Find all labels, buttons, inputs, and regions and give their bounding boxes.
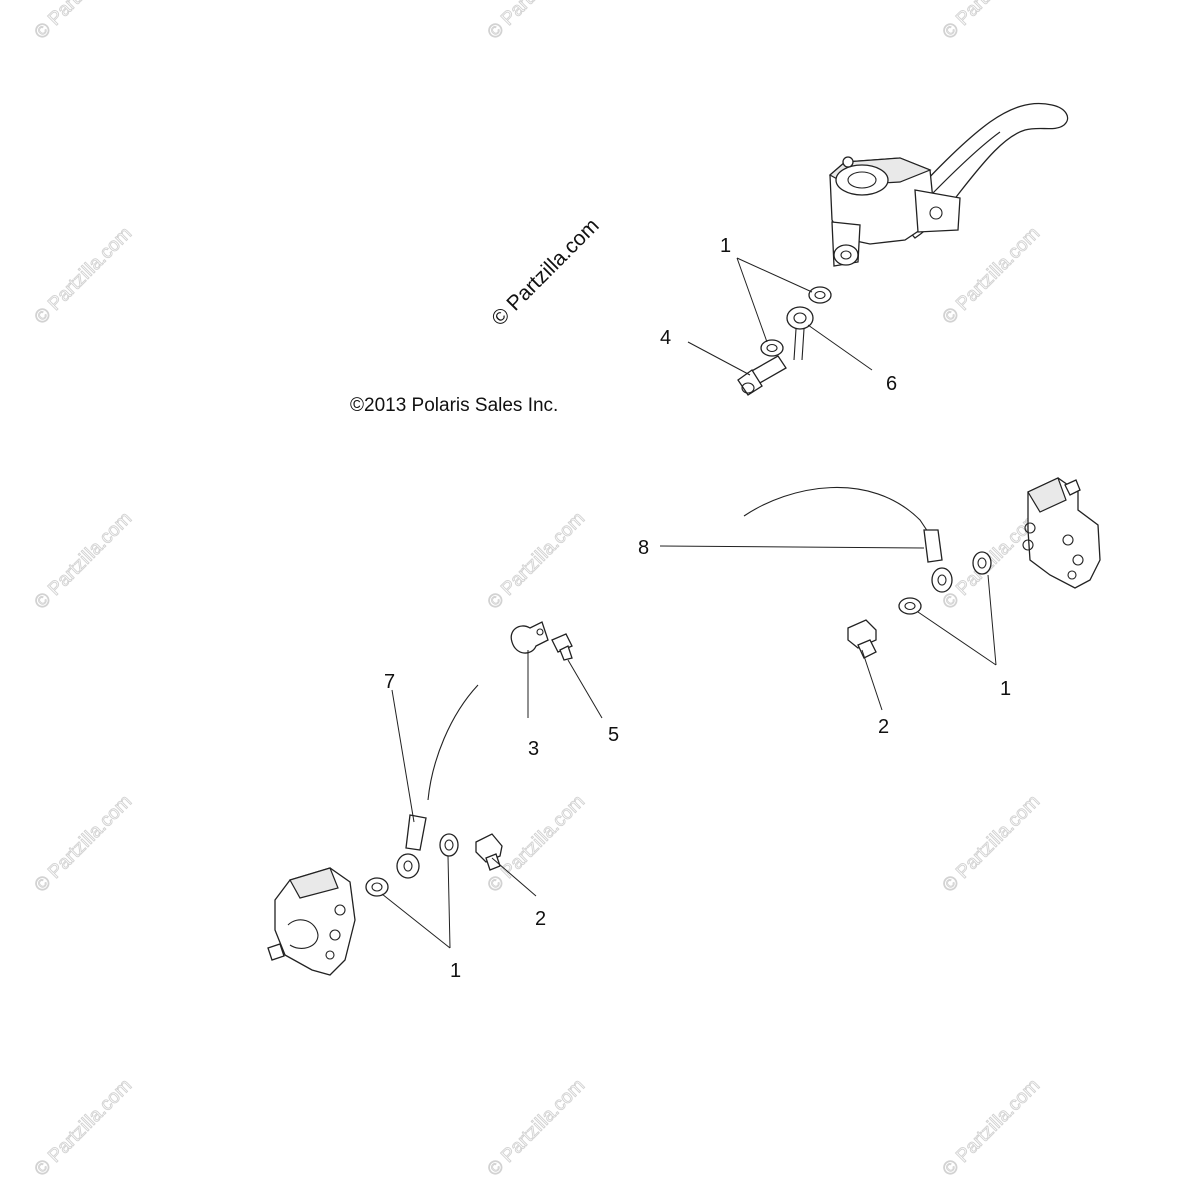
leader-line [567, 659, 603, 719]
leader-line [687, 341, 751, 376]
bolt-icon [475, 833, 503, 871]
callout-7: 7 [384, 671, 395, 693]
callout-8: 8 [638, 537, 649, 559]
watermark: © Partzilla.com [31, 791, 136, 896]
leader-line [861, 649, 883, 711]
leader-line [491, 857, 537, 897]
watermark: © Partzilla.com [939, 791, 1044, 896]
banjo-fitting-icon [931, 567, 953, 593]
watermark: © Partzilla.com [31, 508, 136, 613]
watermark: © Partzilla.com [484, 1075, 589, 1180]
leader-line [381, 855, 451, 949]
callout-2: 2 [878, 716, 889, 738]
callout-5: 5 [608, 724, 619, 746]
bolt-icon [847, 619, 877, 659]
brake-line-icon [743, 486, 931, 536]
watermark: © Partzilla.com [484, 508, 589, 613]
banjo-fitting-icon [786, 306, 814, 361]
callout-1: 1 [450, 960, 461, 982]
screw-icon [551, 633, 573, 661]
washer-icon [972, 551, 992, 575]
watermark: © Partzilla.com [31, 223, 136, 328]
watermark: © Partzilla.com [939, 0, 1044, 44]
callout-4: 4 [660, 327, 671, 349]
leader-line [736, 257, 813, 343]
brake-caliper-icon [1022, 477, 1101, 589]
master-cylinder-lever-icon [828, 102, 1069, 267]
leader-line [917, 574, 997, 666]
washer-icon [760, 339, 784, 357]
leader-line [659, 545, 925, 549]
leader-line [391, 689, 415, 823]
callout-3: 3 [528, 738, 539, 760]
washer-icon [898, 597, 922, 615]
callout-1: 1 [720, 235, 731, 257]
brake-line-icon [427, 684, 479, 801]
washer-icon [808, 286, 832, 304]
brake-line-fitting-icon [405, 814, 427, 851]
banjo-bolt-icon [737, 355, 787, 396]
watermark: © Partzilla.com [31, 1075, 136, 1180]
brake-line-fitting-icon [923, 529, 943, 563]
callout-6: 6 [886, 373, 897, 395]
copyright-text: ©2013 Polaris Sales Inc. [350, 395, 558, 416]
leader-line [807, 324, 873, 371]
watermark: © Partzilla.com [939, 1075, 1044, 1180]
watermark: © Partzilla.com [484, 0, 589, 44]
callout-2: 2 [535, 908, 546, 930]
watermark: © Partzilla.com [31, 0, 136, 44]
washer-icon [439, 833, 459, 857]
callout-1: 1 [1000, 678, 1011, 700]
banjo-fitting-icon [396, 853, 420, 879]
washer-icon [365, 877, 389, 897]
brake-caliper-icon [267, 867, 356, 976]
line-clip-icon [510, 621, 549, 654]
partzilla-watermark: © Partzilla.com [487, 214, 603, 330]
watermark: © Partzilla.com [939, 223, 1044, 328]
